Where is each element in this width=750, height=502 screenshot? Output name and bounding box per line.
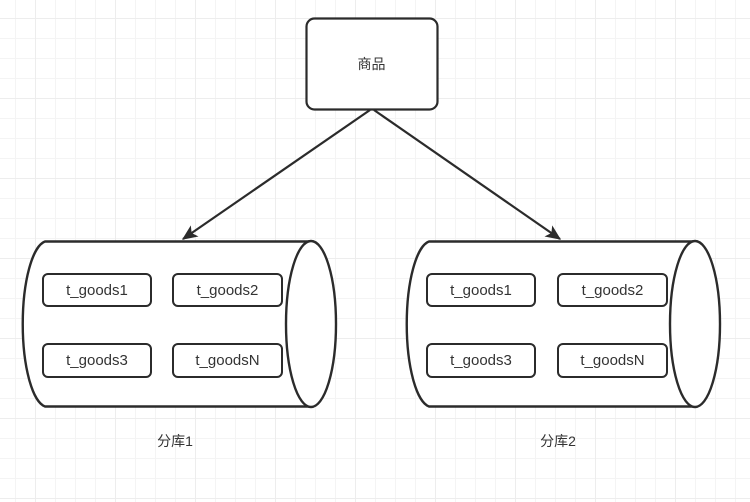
shard-1-cylinder-cap [284,239,338,409]
edge-root-to-shard-2 [373,109,562,240]
shard-2-table-box-2[interactable] [557,273,668,307]
shard-1-cylinder[interactable] [21,239,338,409]
shard-1-table-box-3[interactable] [42,343,152,378]
shard-2-table-box-1[interactable] [426,273,536,307]
shard-1-table-box-1[interactable] [42,273,152,307]
edge-root-to-shard-1 [181,109,371,240]
shard-1-table-box-2[interactable] [172,273,283,307]
shard-2-table-box-3[interactable] [426,343,536,378]
root-node-shape[interactable] [305,17,439,111]
shard-2-cylinder[interactable] [405,239,722,409]
shard-2-table-box-4[interactable] [557,343,668,378]
shard-1-table-box-4[interactable] [172,343,283,378]
shard-2-cylinder-cap [668,239,722,409]
